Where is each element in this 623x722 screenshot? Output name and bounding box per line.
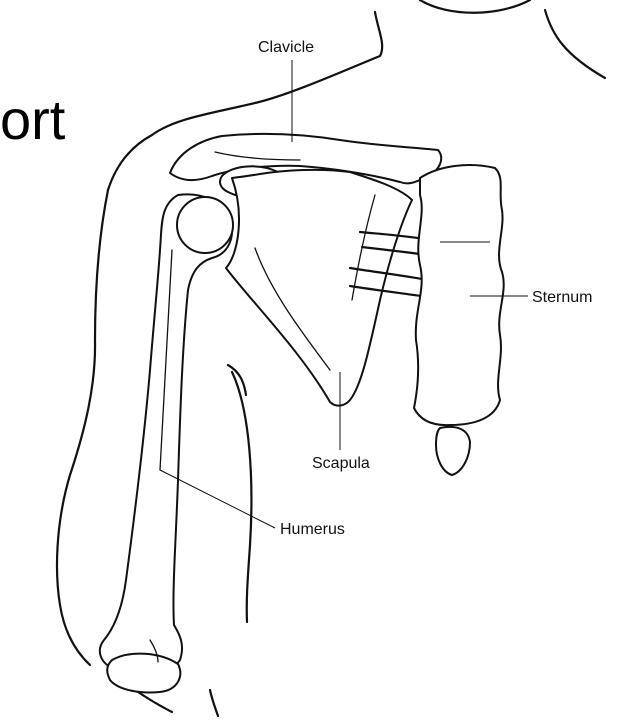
scapula-shape — [226, 170, 412, 406]
neck-right-line — [545, 10, 605, 78]
partial-heading-text: ort — [0, 92, 65, 148]
xiphoid-process — [436, 427, 470, 475]
humerus-label: Humerus — [280, 521, 345, 538]
sternum-body — [414, 165, 504, 425]
arm-inner-contour — [232, 372, 251, 622]
humerus-bone — [100, 194, 233, 692]
arm-outer-contour — [57, 190, 108, 665]
scapula-bone — [226, 170, 412, 406]
chin-line — [420, 0, 530, 13]
humerus-shape — [100, 194, 232, 670]
sternum-label: Sternum — [532, 289, 592, 306]
clavicle-label: Clavicle — [258, 39, 314, 56]
armpit-line — [228, 365, 246, 395]
sternum-bone — [414, 165, 504, 475]
humeral-head — [177, 197, 233, 253]
scapula-label: Scapula — [312, 455, 370, 472]
elbow-joint — [107, 654, 180, 693]
forearm-edge-line — [210, 690, 218, 716]
